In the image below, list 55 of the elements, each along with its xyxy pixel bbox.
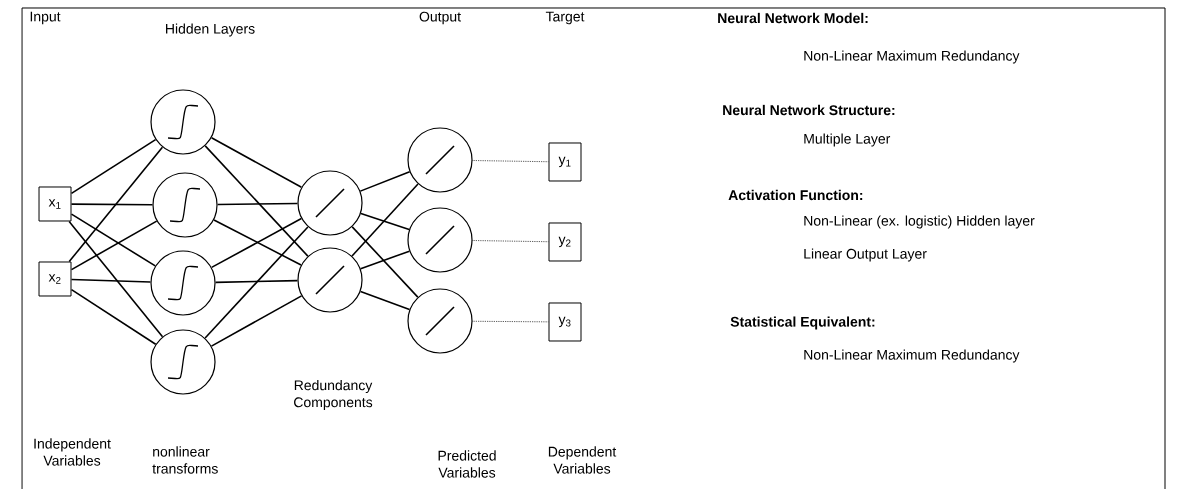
linear-neuron bbox=[407, 288, 473, 354]
connection-line bbox=[68, 220, 164, 338]
info-text: Non-Linear (ex. logistic) Hidden layer bbox=[804, 215, 1035, 229]
connection-line bbox=[359, 171, 411, 192]
connection-line bbox=[70, 138, 157, 195]
connection-line bbox=[210, 295, 303, 347]
section-heading: Neural Network Model: bbox=[718, 12, 868, 24]
connection-line bbox=[351, 226, 419, 298]
connection-line bbox=[210, 136, 303, 189]
linear-neuron bbox=[407, 207, 473, 273]
connection-line bbox=[360, 212, 410, 231]
layer-label: Predicted Variables bbox=[438, 450, 496, 478]
dotted-line bbox=[472, 240, 549, 243]
sigmoid-neuron bbox=[150, 89, 216, 155]
layer-label: Hidden Layers bbox=[166, 23, 255, 37]
connection-line bbox=[70, 203, 154, 206]
layer-label: Independent Variables bbox=[34, 438, 111, 466]
sigmoid-neuron bbox=[150, 250, 216, 316]
info-text: Non-Linear Maximum Redundancy bbox=[804, 50, 1020, 64]
connection-line bbox=[204, 226, 309, 339]
info-text: Linear Output Layer bbox=[804, 248, 927, 262]
info-text: Non-Linear Maximum Redundancy bbox=[804, 349, 1020, 363]
linear-neuron bbox=[297, 247, 363, 313]
layer-label: Input bbox=[30, 11, 61, 25]
connection-line bbox=[351, 183, 419, 257]
input-box: x$_{2}$ bbox=[38, 261, 72, 297]
dotted-line bbox=[472, 320, 549, 323]
layer-label: nonlinear transforms bbox=[152, 446, 218, 474]
target-box: y$_{1}$ bbox=[548, 142, 582, 182]
linear-neuron bbox=[297, 170, 363, 236]
connection-line bbox=[214, 279, 299, 284]
layer-label: Target bbox=[545, 11, 585, 25]
section-heading: Statistical Equivalent: bbox=[730, 316, 875, 330]
linear-neuron bbox=[407, 127, 473, 193]
connection-line bbox=[70, 278, 152, 283]
dotted-line bbox=[472, 160, 549, 163]
info-text: Multiple Layer bbox=[804, 133, 891, 147]
connection-line bbox=[204, 145, 309, 257]
layer-label: Output bbox=[419, 11, 461, 25]
target-box: y$_{3}$ bbox=[548, 302, 582, 342]
connection-line bbox=[70, 288, 157, 346]
connection-line bbox=[359, 250, 411, 270]
connection-line bbox=[70, 213, 157, 267]
connection-line bbox=[70, 220, 158, 271]
section-heading: Activation Function: bbox=[728, 189, 863, 201]
layer-label: Dependent Variables bbox=[548, 446, 617, 474]
section-heading: Neural Network Structure: bbox=[723, 104, 895, 116]
target-box: y$_{2}$ bbox=[548, 222, 582, 262]
connection-line bbox=[216, 202, 299, 206]
connection-line bbox=[359, 290, 411, 311]
sigmoid-neuron bbox=[152, 172, 218, 238]
sigmoid-neuron bbox=[150, 329, 216, 395]
connection-line bbox=[68, 146, 164, 263]
layer-label: Redundancy Components bbox=[294, 379, 373, 410]
input-box: x$_{1}$ bbox=[38, 186, 72, 222]
